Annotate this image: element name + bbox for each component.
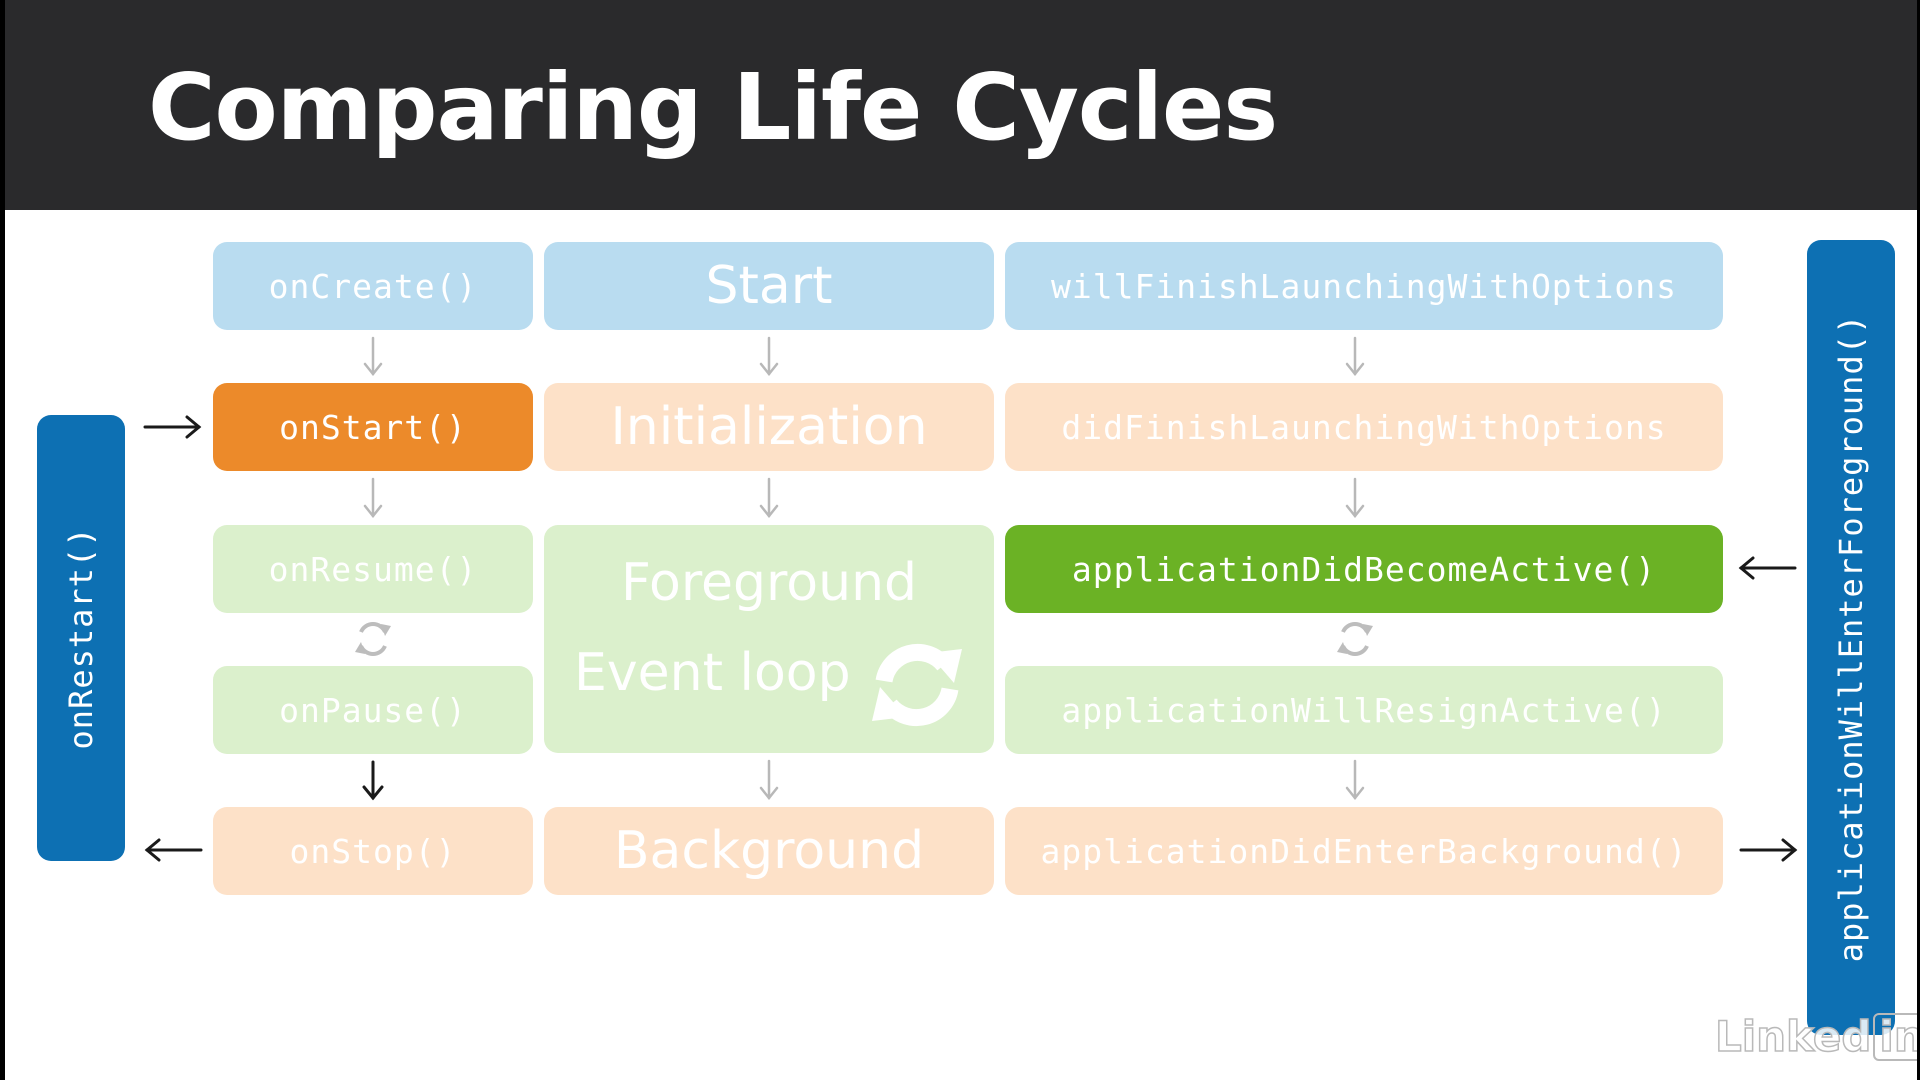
flow-arrows [143, 336, 1798, 862]
start-phase-box: Start [544, 242, 994, 330]
on-pause-box: onPause() [213, 666, 533, 754]
did-enter-background-box: applicationDidEnterBackground() [1005, 807, 1723, 895]
on-restart-bar: onRestart() [37, 415, 125, 861]
foreground-phase-box: Foreground Event loop [544, 525, 994, 753]
did-finish-launching-box: didFinishLaunchingWithOptions [1005, 383, 1723, 471]
slide-title: Comparing Life Cycles [148, 54, 1278, 161]
on-start-box: onStart() [213, 383, 533, 471]
will-resign-active-box: applicationWillResignActive() [1005, 666, 1723, 754]
foreground-label: Foreground [620, 553, 918, 613]
on-create-box: onCreate() [213, 242, 533, 330]
will-enter-foreground-bar: applicationWillEnterForeground() [1807, 240, 1895, 1035]
down-arrows-gray [363, 336, 1365, 801]
linkedin-word: Linked [1714, 1011, 1872, 1062]
small-cycle-icon-ios [1337, 622, 1373, 656]
event-loop-label: Event loop [574, 643, 851, 703]
initialization-phase-box: Initialization [544, 383, 994, 471]
did-become-active-box: applicationDidBecomeActive() [1005, 525, 1723, 613]
refresh-loop-icon [872, 643, 962, 727]
slide: Comparing Life Cycles onRestart() applic… [5, 0, 1917, 1080]
slide-header: Comparing Life Cycles [5, 0, 1917, 210]
linkedin-in-badge: in [1873, 1013, 1917, 1061]
will-finish-launching-box: willFinishLaunchingWithOptions [1005, 242, 1723, 330]
on-stop-box: onStop() [213, 807, 533, 895]
on-resume-box: onResume() [213, 525, 533, 613]
small-cycle-icon-android [355, 622, 391, 656]
black-arrows [143, 415, 1798, 862]
background-phase-box: Background [544, 807, 994, 895]
